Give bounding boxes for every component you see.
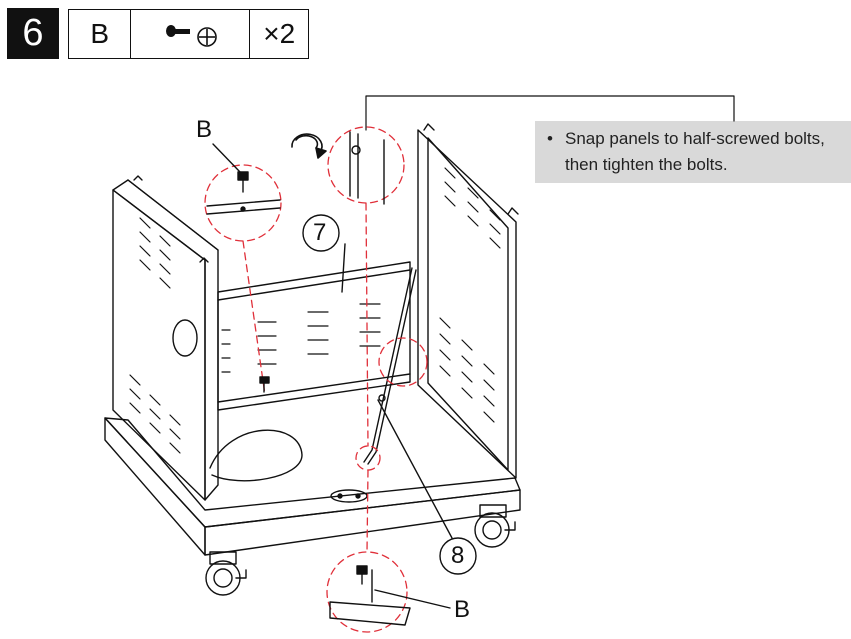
cart-base (104, 417, 521, 556)
leader-bar-8 (377, 399, 453, 539)
note-bullet: • (547, 129, 553, 148)
rear-panel-vents (221, 303, 381, 373)
bolt-icon (166, 25, 218, 47)
callout-circle-7 (302, 214, 340, 252)
note-leader-line (365, 95, 735, 131)
detail-circle-bottom (326, 551, 408, 633)
left-panel-vents (129, 217, 181, 454)
right-side-panel (417, 123, 519, 479)
detail-callouts (204, 126, 428, 633)
door-support-bar (363, 267, 417, 465)
part-letter: B (69, 10, 132, 58)
part-quantity: ×2 (263, 18, 296, 49)
leader-bolt-top (212, 143, 241, 173)
part-icon-cell (131, 10, 251, 58)
callout-number-7: 7 (313, 219, 327, 246)
detail-circle-hook (355, 445, 381, 471)
detail-bottom-content (329, 565, 411, 626)
parts-table: B ×2 (68, 9, 309, 59)
note-line-1: Snap panels to half-screwed bolts, (565, 129, 825, 148)
leader-panel-7 (341, 243, 346, 293)
right-panel-vents (439, 167, 501, 423)
caster-wheel-left (205, 551, 247, 596)
detail-circle-top-right (327, 126, 405, 204)
rotate-arrow-icon (291, 133, 327, 159)
callout-label-bolt-bottom: B (454, 596, 471, 623)
callout-label-bolt-top: B (196, 116, 213, 143)
caster-wheel-right (474, 504, 516, 548)
rear-panel (217, 261, 411, 411)
callout-circle-8 (439, 537, 477, 575)
leader-bolt-bottom (374, 589, 451, 609)
detail-circle-mid (378, 337, 428, 387)
note-line-2: then tighten the bolts. (565, 155, 728, 174)
callout-number-8: 8 (451, 542, 465, 569)
instruction-note: • Snap panels to half-screwed bolts, then… (535, 121, 851, 183)
detail-top-left-content (206, 171, 281, 215)
left-side-panel (112, 175, 219, 501)
step-number: 6 (7, 8, 59, 59)
bolt-detail-small (259, 376, 270, 393)
detail-top-right-content (349, 131, 385, 205)
